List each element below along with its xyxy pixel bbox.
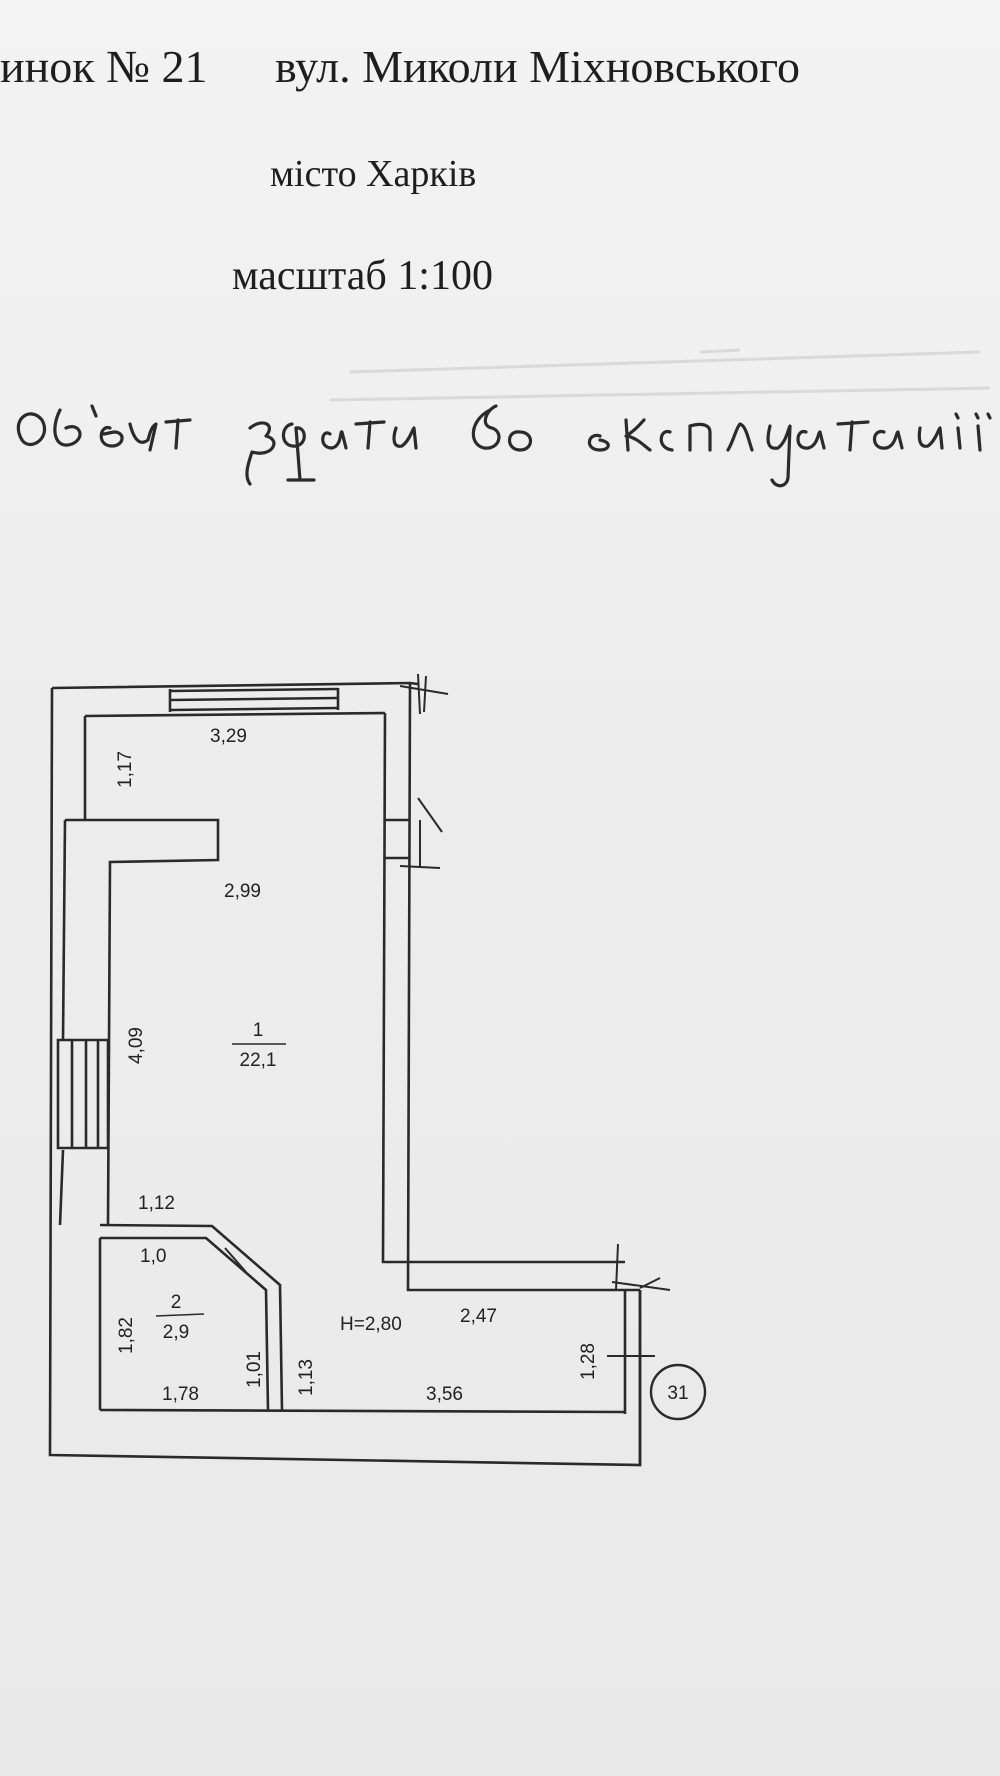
apartment-number: 31 (667, 1383, 688, 1404)
dim-top-width: 3,29 (210, 726, 247, 747)
dim-room1-height: 4,09 (126, 1027, 147, 1064)
right-wall-inner (381, 712, 625, 1264)
vent-niche (385, 818, 410, 860)
dim-room2-left: 1,82 (116, 1317, 137, 1354)
dim-room2-top: 1,0 (140, 1246, 166, 1267)
dim-room1-width: 2,99 (224, 881, 261, 902)
dim-niche-width: 1,12 (138, 1193, 175, 1214)
top-window (168, 687, 340, 712)
dim-room2-bottom: 1,78 (162, 1384, 199, 1405)
bottom-wall-inner (99, 1408, 626, 1414)
room1-area: 22,1 (240, 1050, 277, 1071)
handwritten-note (16, 404, 992, 488)
street-name: вул. Миколи Міхновського (275, 41, 800, 92)
bathroom-wall (99, 1223, 284, 1411)
room2-number: 2 (171, 1292, 182, 1313)
dim-corridor-height: 1,13 (296, 1359, 317, 1396)
partition-protrusion (65, 818, 220, 1226)
outer-wall-outline (48, 681, 642, 1467)
room2-area: 2,9 (163, 1322, 189, 1343)
opening-marks (399, 673, 671, 1291)
right-wall-outer (406, 683, 640, 1292)
right-lower-window (623, 1290, 642, 1414)
dim-room2-diag: 1,01 (244, 1351, 265, 1388)
dim-top-left-height: 1,17 (115, 751, 136, 788)
dim-right-height: 1,28 (578, 1343, 599, 1380)
room2-fraction-line (155, 1313, 205, 1317)
top-wall-inner (84, 711, 386, 718)
city-name: місто Харків (270, 153, 477, 195)
left-window (56, 1038, 110, 1150)
scale-label: масштаб 1:100 (232, 253, 493, 299)
dim-bottom-width: 3,56 (426, 1384, 463, 1405)
dim-bottom-right-width: 2,47 (460, 1306, 497, 1327)
room1-number: 1 (253, 1020, 264, 1041)
ceiling-height: Н=2,80 (340, 1314, 402, 1335)
building-number: инок № 21 (0, 41, 208, 92)
apartment-number-circle (649, 1363, 707, 1421)
